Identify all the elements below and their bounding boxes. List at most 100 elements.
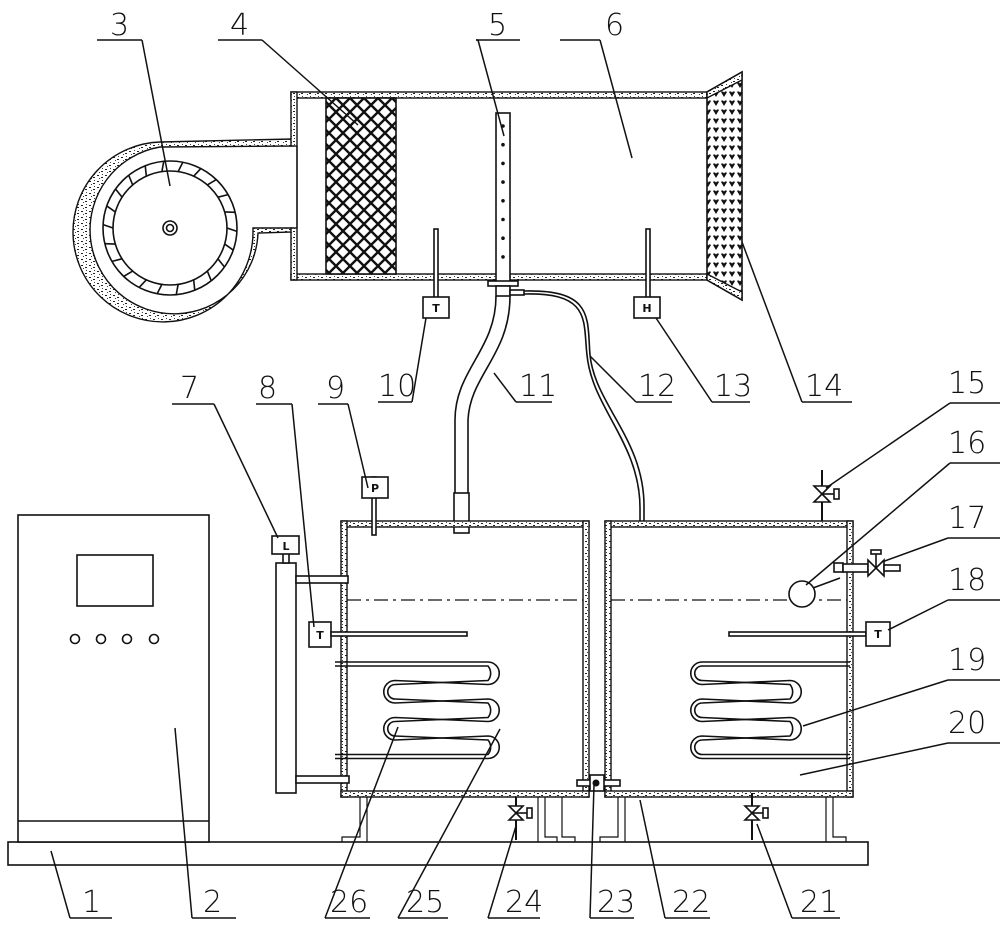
callout-7: 7 xyxy=(172,371,279,539)
impeller-blade xyxy=(156,284,163,295)
callout-24: 24 xyxy=(487,825,543,920)
tank-temperature-sensor-right: T xyxy=(728,621,891,647)
svg-text:23: 23 xyxy=(597,885,635,920)
callout-9: 9 xyxy=(318,371,369,489)
spray-hole xyxy=(501,199,505,203)
callout-8: 8 xyxy=(256,371,315,628)
spray-hole xyxy=(501,142,505,147)
impeller-blade xyxy=(206,270,213,282)
callout-4: 4 xyxy=(218,8,359,126)
callout-5: 5 xyxy=(476,8,520,137)
callout-22: 22 xyxy=(639,799,710,920)
svg-text:T: T xyxy=(874,628,882,641)
air-duct xyxy=(290,70,743,302)
callout-10: 10 xyxy=(378,317,427,404)
svg-text:12: 12 xyxy=(638,369,676,404)
impeller-blade xyxy=(193,167,202,177)
impeller-blade xyxy=(138,279,147,289)
svg-text:17: 17 xyxy=(948,501,986,536)
callout-19: 19 xyxy=(802,643,1000,727)
impeller-blade xyxy=(226,227,238,233)
svg-text:2: 2 xyxy=(203,885,222,920)
callout-13: 13 xyxy=(655,317,752,404)
svg-text:T: T xyxy=(432,302,440,315)
svg-text:25: 25 xyxy=(406,885,444,920)
svg-text:26: 26 xyxy=(330,885,368,920)
svg-text:10: 10 xyxy=(378,369,416,404)
impeller-blade xyxy=(102,223,114,229)
impeller-blade xyxy=(114,188,123,198)
svg-text:24: 24 xyxy=(505,885,543,920)
impeller-blade xyxy=(192,279,196,291)
svg-text:19: 19 xyxy=(948,643,986,678)
spray-hole xyxy=(501,255,505,259)
spray-pipe xyxy=(487,112,519,287)
impeller-blade xyxy=(224,243,234,251)
svg-text:1: 1 xyxy=(82,885,101,920)
pressure-sensor: P xyxy=(361,476,389,536)
duct-humidity-sensor: H xyxy=(633,296,661,319)
callout-1: 1 xyxy=(50,850,112,920)
svg-text:22: 22 xyxy=(672,885,710,920)
svg-text:L: L xyxy=(282,540,289,553)
callout-26: 26 xyxy=(324,726,399,920)
callout-16: 16 xyxy=(805,426,1000,586)
coil-tube xyxy=(690,661,850,760)
callout-18: 18 xyxy=(887,563,1000,631)
svg-text:6: 6 xyxy=(605,8,624,43)
svg-text:16: 16 xyxy=(948,426,986,461)
callout-6: 6 xyxy=(560,8,633,159)
steam-generator-tank xyxy=(340,520,590,798)
centrifugal-fan xyxy=(72,138,294,323)
svg-text:7: 7 xyxy=(180,371,199,406)
impeller-blade xyxy=(127,174,134,186)
spray-hole xyxy=(501,236,505,240)
callout-21: 21 xyxy=(756,823,840,920)
callouts: 3 4 5 6 14 10 11 12 13 7 8 9 15 16 17 18… xyxy=(50,8,1000,920)
callout-23: 23 xyxy=(589,784,635,920)
outlet-grille xyxy=(706,70,743,302)
svg-text:P: P xyxy=(371,482,379,495)
callout-15: 15 xyxy=(825,366,1000,489)
impeller-blade xyxy=(144,165,148,177)
impeller-blade xyxy=(106,205,116,213)
callout-3: 3 xyxy=(97,8,171,187)
filter-mesh xyxy=(325,97,397,275)
drain-valve-right xyxy=(743,793,769,840)
level-sensor: L xyxy=(271,535,350,794)
impeller-blade xyxy=(206,178,217,186)
coil-tube xyxy=(694,665,850,756)
callout-14: 14 xyxy=(741,241,852,404)
control-cabinet xyxy=(17,514,210,843)
svg-text:21: 21 xyxy=(800,885,838,920)
steam-hose xyxy=(453,285,511,534)
svg-text:13: 13 xyxy=(714,369,752,404)
impeller-blade xyxy=(161,161,165,172)
drain-valve-left xyxy=(507,797,533,840)
inlet-valve xyxy=(833,549,901,578)
svg-text:3: 3 xyxy=(110,8,129,43)
tank-legs xyxy=(341,797,847,842)
impeller-blade xyxy=(217,193,229,198)
callout-25: 25 xyxy=(397,728,501,920)
svg-text:9: 9 xyxy=(326,371,345,406)
svg-text:18: 18 xyxy=(948,563,986,598)
water-hose xyxy=(509,289,645,527)
svg-text:14: 14 xyxy=(805,369,843,404)
callout-2: 2 xyxy=(174,727,236,920)
svg-text:15: 15 xyxy=(948,366,986,401)
impeller-blade xyxy=(123,270,134,278)
callout-17: 17 xyxy=(881,501,1000,563)
svg-text:20: 20 xyxy=(948,706,986,741)
impeller-blade xyxy=(111,258,123,263)
impeller-blade xyxy=(177,161,184,172)
heating-coil-right xyxy=(690,661,850,760)
vent-valve xyxy=(812,470,840,521)
callout-12: 12 xyxy=(589,355,676,404)
display-screen xyxy=(76,554,154,607)
impeller-blade xyxy=(217,258,226,268)
callout-11: 11 xyxy=(493,369,557,404)
spray-hole xyxy=(501,180,505,184)
svg-text:11: 11 xyxy=(519,369,557,404)
